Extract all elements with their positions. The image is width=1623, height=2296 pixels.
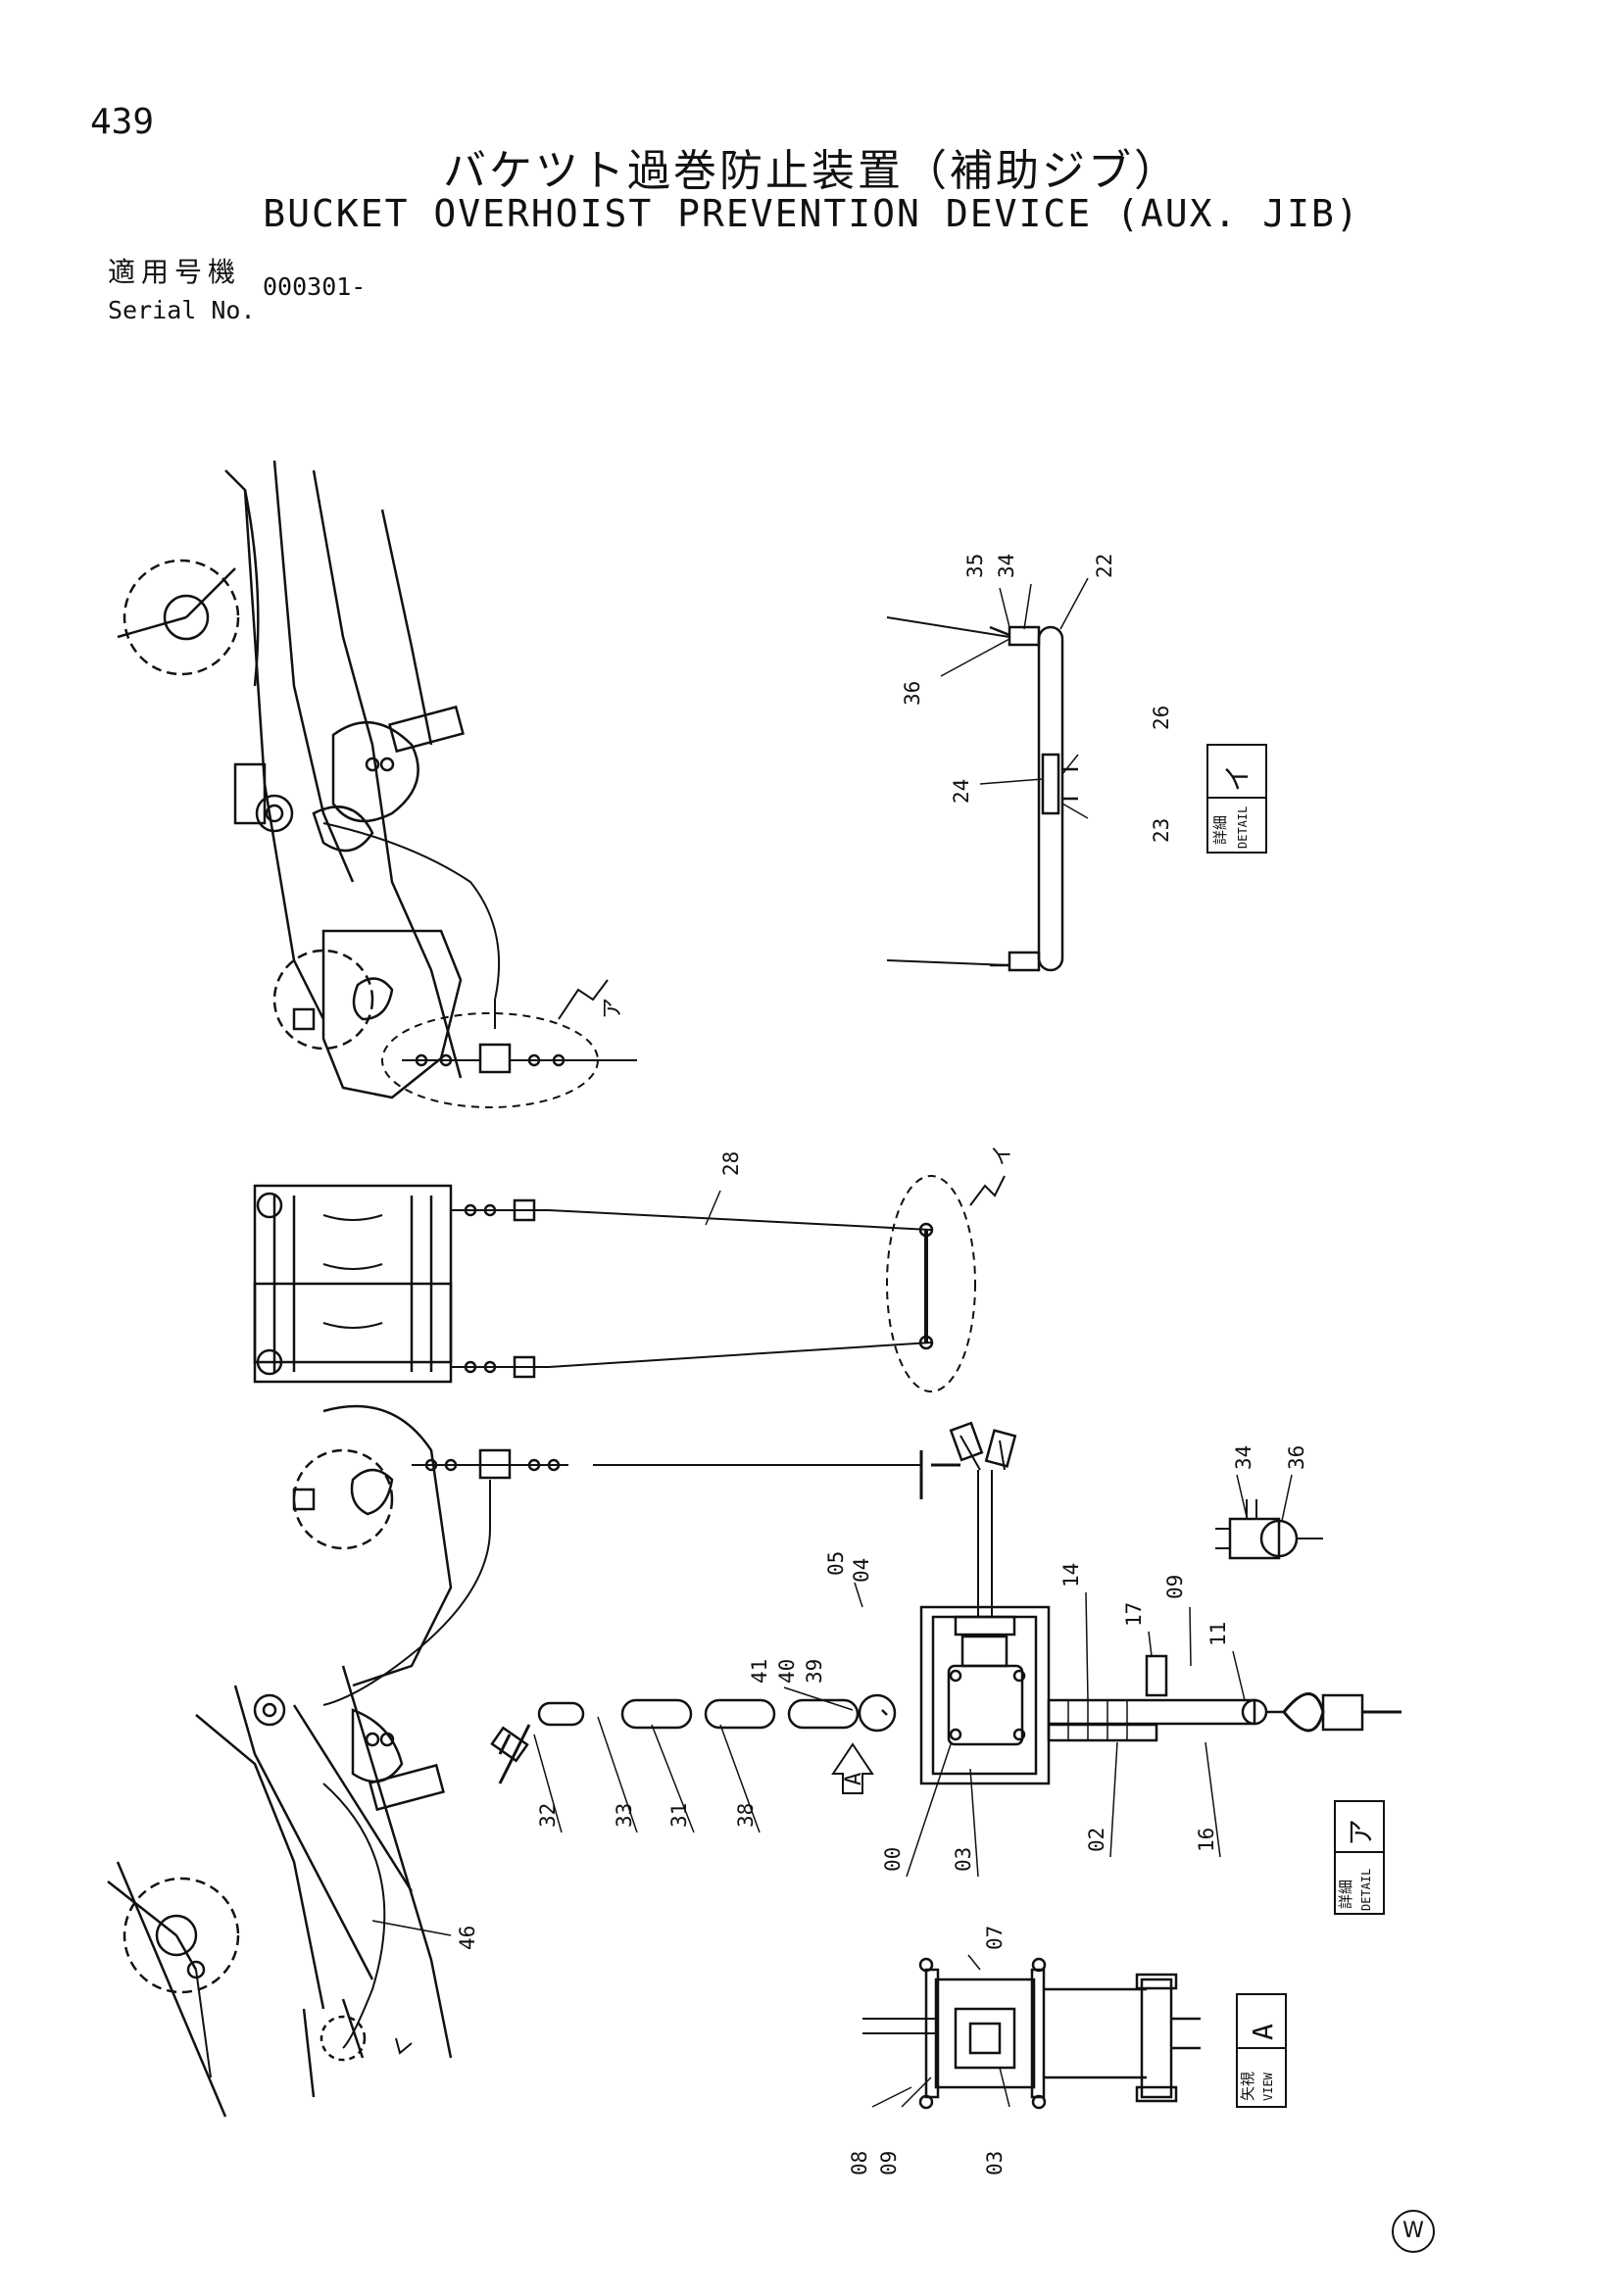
part-label: 34	[1232, 1445, 1255, 1470]
view-a-label-jp: 矢視	[1239, 2072, 1256, 2101]
part-label: 09	[1163, 1575, 1187, 1599]
part-label: 03	[952, 1847, 975, 1872]
serial-number-value: 000301-	[263, 272, 367, 301]
callout-labels: 詳細 DETAIL イ 詳細 DETAIL ア 矢視 VIEW A ア イ A	[601, 764, 1377, 2101]
part-label: 24	[950, 779, 973, 804]
boom-assembly-upper	[117, 460, 637, 1108]
detail-a-label-jp: 詳細	[1337, 1880, 1354, 1909]
part-label: 07	[983, 1926, 1007, 1950]
serial-label-english: Serial No.	[108, 296, 256, 324]
part-label: 03	[983, 2151, 1007, 2175]
part-label: 22	[1093, 554, 1116, 578]
label-leader-lines	[533, 1582, 1246, 2108]
flag-i-label: イ	[991, 1145, 1015, 1166]
detail-i-label-jp: 詳細	[1211, 815, 1229, 845]
arrow-a-label: A	[842, 1773, 866, 1785]
boom-assembly-lower	[107, 1404, 960, 2118]
page-number: 439	[90, 102, 155, 142]
part-label: 33	[613, 1803, 636, 1828]
serial-label-japanese: 適用号機	[108, 256, 242, 288]
sheave-block-drawing	[253, 1175, 1006, 1392]
part-label: 02	[1085, 1828, 1108, 1852]
part-label: 41	[748, 1659, 771, 1684]
part-label: 11	[1206, 1622, 1230, 1646]
detail-i-mark: イ	[1221, 764, 1254, 792]
part-label: 35	[963, 554, 987, 578]
part-label: 14	[1059, 1563, 1083, 1588]
part-number-labels: 35 34 22 36 26 24 23 28 34 36 05 04 41 4…	[456, 554, 1308, 2175]
part-label: 05	[824, 1551, 848, 1576]
part-label: 23	[1150, 818, 1173, 843]
detail-a-mark: ア	[1345, 1819, 1377, 1846]
part-label: 00	[881, 1847, 905, 1872]
part-label: 08	[848, 2151, 871, 2175]
part-label: 46	[456, 1926, 479, 1950]
part-label: 09	[877, 2151, 901, 2175]
page-title-english: BUCKET OVERHOIST PREVENTION DEVICE (AUX.…	[263, 192, 1360, 235]
publisher-mark: W	[1392, 2210, 1435, 2253]
page-title-japanese: バケツト過巻防止装置（補助ジブ）	[443, 146, 1180, 196]
part-label: 32	[536, 1803, 560, 1828]
part-label: 36	[901, 681, 924, 706]
part-label: 39	[803, 1659, 826, 1684]
detail-i-label-en: DETAIL	[1236, 806, 1250, 849]
view-a-mark: A	[1247, 2024, 1279, 2040]
part-label: 17	[1122, 1602, 1146, 1627]
part-label: 36	[1285, 1445, 1308, 1470]
part-label: 40	[775, 1659, 799, 1684]
view-a-label-en: VIEW	[1261, 2072, 1275, 2101]
part-label: 16	[1195, 1828, 1218, 1852]
detail-a-drawing	[490, 1421, 1402, 1915]
part-label: 38	[734, 1803, 758, 1828]
flag-a-label: ア	[601, 998, 625, 1019]
detail-i-drawing	[886, 577, 1267, 972]
part-label: 26	[1150, 706, 1173, 730]
detail-a-label-en: DETAIL	[1359, 1869, 1373, 1911]
view-a-drawing	[862, 1957, 1287, 2110]
part-label: 04	[850, 1558, 873, 1583]
part-label: 28	[719, 1151, 743, 1176]
pin-detail-drawing	[1215, 1474, 1323, 1560]
part-label: 34	[995, 554, 1018, 578]
